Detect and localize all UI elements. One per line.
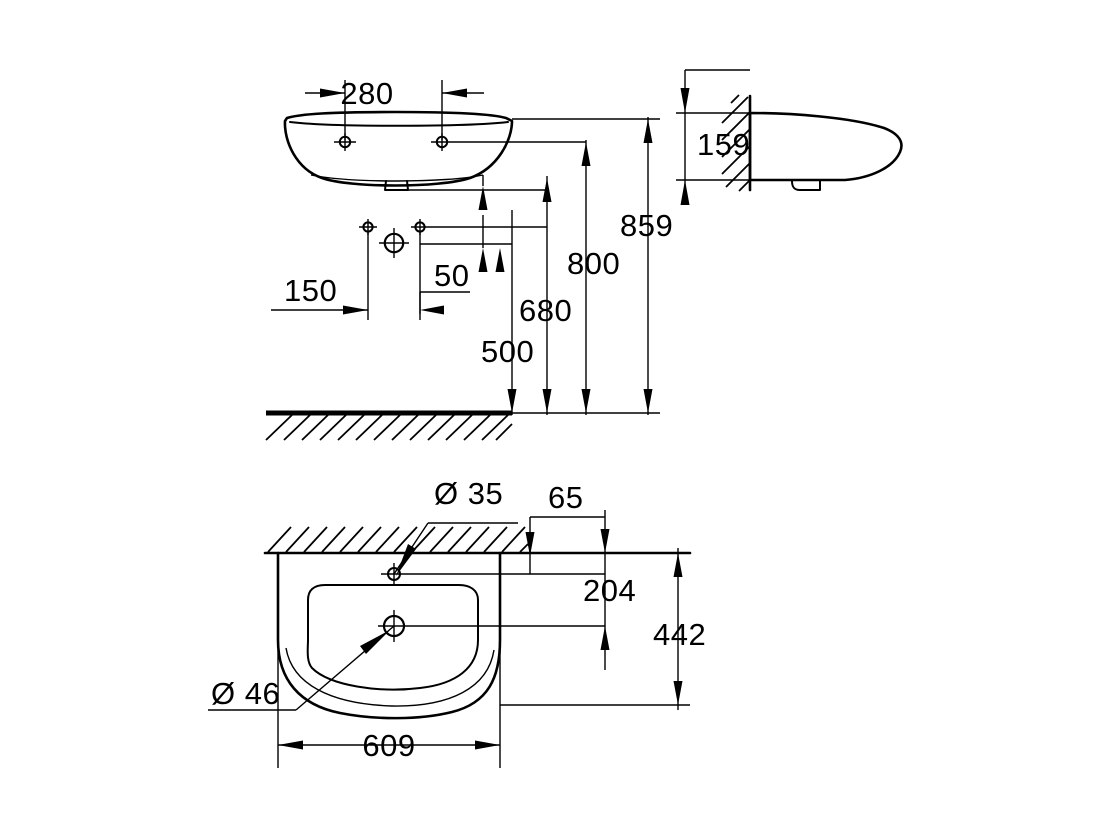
- waste-outlet-stub: [384, 180, 409, 191]
- arrowhead-680-top: [542, 178, 552, 202]
- dim-label-680: 680: [519, 293, 572, 328]
- arrowhead-859-bottom: [643, 389, 653, 413]
- dim-label-609: 609: [362, 728, 415, 763]
- arrowhead-150: [343, 305, 368, 315]
- floor-line-group: [265, 410, 660, 441]
- dim-label-500: 500: [481, 334, 534, 369]
- leader-diameter-35: [393, 522, 518, 576]
- dim-label-150: 150: [284, 273, 337, 308]
- leader-diameter-46: [208, 625, 395, 711]
- arrowhead-159-bottom: [680, 180, 690, 205]
- dim-label-280: 280: [340, 76, 393, 111]
- dimension-159: 159: [676, 69, 750, 205]
- dimension-204: 204: [583, 510, 636, 670]
- floor-hatching: [265, 414, 513, 441]
- arrowhead-609-left: [278, 740, 303, 750]
- arrowhead-50-a: [478, 248, 488, 272]
- arrowhead-442-bottom: [673, 681, 683, 705]
- arrowhead-680-bottom: [542, 389, 552, 413]
- basin-plan-rim-curve: [285, 647, 495, 707]
- wall-hatching-side: [721, 94, 751, 192]
- arrowhead-609-right: [475, 740, 500, 750]
- arrowhead-800-bottom: [581, 389, 591, 413]
- dim-label-442: 442: [653, 617, 706, 652]
- dimension-50: 50: [419, 215, 512, 315]
- bracket-hole-right: [411, 219, 429, 235]
- dim-label-204: 204: [583, 573, 636, 608]
- arrowhead-50: [420, 305, 444, 315]
- dim-label-diameter-35: Ø 35: [434, 476, 503, 511]
- basin-side-outline: [748, 111, 903, 182]
- plan-view: Ø 35 Ø 46 65 204: [208, 476, 706, 768]
- dimension-609: 609: [277, 650, 501, 768]
- dimension-150: 150: [271, 273, 368, 315]
- dim-label-159: 159: [697, 127, 750, 162]
- front-elevation-view: 280: [283, 76, 660, 191]
- arrowhead-280-right: [442, 88, 467, 98]
- arrowhead-204-top: [600, 529, 610, 553]
- basin-lower-rim-line: [310, 174, 484, 182]
- side-elevation-view: [721, 94, 903, 192]
- arrowhead-442-top: [673, 553, 683, 577]
- wall-mounting-holes: [359, 219, 547, 320]
- arrowhead-65: [525, 532, 535, 556]
- arrowhead-500-top: [478, 186, 488, 210]
- dim-label-50: 50: [434, 258, 469, 293]
- dim-label-859: 859: [620, 208, 673, 243]
- arrowhead-800-top: [581, 142, 591, 166]
- waste-centre-mark: [379, 228, 409, 258]
- arrowhead-50-b: [495, 248, 505, 272]
- arrowhead-159-top: [680, 88, 690, 113]
- arrowhead-859-top: [643, 119, 653, 143]
- basin-front-outline: [283, 110, 514, 187]
- dim-label-65: 65: [548, 480, 583, 515]
- dim-label-diameter-46: Ø 46: [211, 676, 280, 711]
- basin-plan-outline: [276, 551, 502, 720]
- basin-rim-line: [289, 121, 509, 127]
- arrowhead-500-bottom: [507, 389, 517, 413]
- vertical-dimension-stack: 500 680 800 859: [478, 117, 673, 415]
- dimension-442: 442: [653, 548, 706, 710]
- dim-label-800: 800: [567, 246, 620, 281]
- arrowhead-204-bottom: [600, 626, 610, 650]
- waste-outlet-stub-side: [791, 180, 821, 191]
- dimension-65: 65: [525, 480, 605, 574]
- arrowhead-280-left: [320, 88, 345, 98]
- wall-hatching-plan: [267, 526, 529, 553]
- basin-inner-bowl: [306, 584, 479, 691]
